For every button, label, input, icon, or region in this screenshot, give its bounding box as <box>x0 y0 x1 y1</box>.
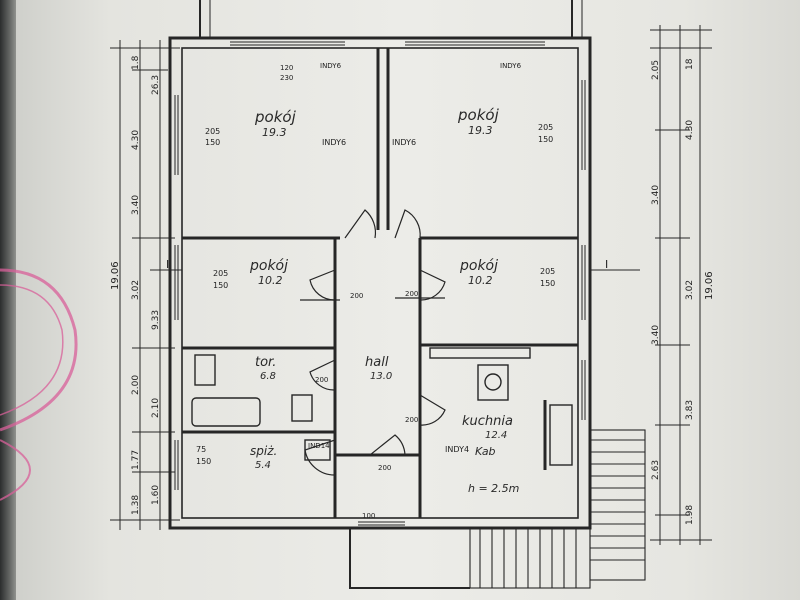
room-area-top-right: 19.3 <box>468 124 493 137</box>
right-dim-2: 4.30 <box>685 120 695 140</box>
ind-label-wall-left: INDY6 <box>320 62 342 70</box>
room-area-kitchen: 12.4 <box>485 430 507 441</box>
left-dim-4: 3.02 <box>131 280 141 300</box>
stairs <box>469 429 646 589</box>
toilet <box>194 354 216 386</box>
outer-walls <box>168 0 592 589</box>
window-label-1a: 205 <box>205 127 220 136</box>
binder-edge <box>0 0 18 600</box>
window-label-3a: 205 <box>213 269 228 278</box>
right-dim-6: 3.83 <box>685 400 695 420</box>
door-dim-4: 200 <box>405 416 418 424</box>
window-height-1: 120 <box>280 64 293 72</box>
section-mark-left: I <box>166 258 169 271</box>
window-label-3b: 150 <box>213 281 228 290</box>
ind-label-wall-right: INDY6 <box>500 62 522 70</box>
room-name-hall: hall <box>365 355 389 370</box>
right-dim-0: 2.05 <box>651 60 661 80</box>
right-dim-1: 18 <box>685 58 695 70</box>
window-height-2: 230 <box>280 74 293 82</box>
door-dim-2: 200 <box>405 290 418 298</box>
stamp <box>0 268 78 501</box>
left-dim-2: 4.30 <box>131 130 141 150</box>
room-name-mid-left: pokój <box>249 258 288 274</box>
left-dim-5: 9.33 <box>151 310 161 330</box>
window-label-4a: 205 <box>540 267 555 276</box>
ind-label-hall: IND14 <box>308 442 330 450</box>
door-dim-1: 200 <box>350 292 363 300</box>
window-label-4b: 150 <box>540 279 555 288</box>
room-area-top-left: 19.3 <box>262 126 287 139</box>
room-name-top-left: pokój <box>254 108 297 126</box>
right-dim-4: 3.02 <box>685 280 695 300</box>
right-dim-8: 1.98 <box>685 505 695 525</box>
door-dim-5: 200 <box>378 464 391 472</box>
right-dim-7: 2.63 <box>651 460 661 480</box>
height-note: h = 2.5m <box>468 482 519 495</box>
kitchen-counter <box>429 347 531 359</box>
left-dim-7: 2.10 <box>151 398 161 418</box>
right-dim-3: 3.40 <box>651 185 661 205</box>
left-dim-10: 1.38 <box>131 495 141 515</box>
left-dim-6: 2.00 <box>131 375 141 395</box>
doors <box>300 209 446 476</box>
interior-walls <box>182 48 578 518</box>
room-name-pantry: spiż. <box>250 444 277 458</box>
room-name-bathroom: tor. <box>255 355 276 370</box>
left-total-dimension: 19.06 <box>110 261 121 290</box>
ind-label-kitchen: INDY4 <box>445 445 469 454</box>
ind-label-left: INDY6 <box>322 138 346 147</box>
ind-label-right: INDY6 <box>392 138 416 147</box>
fixtures <box>191 347 573 466</box>
window-label-2a: 205 <box>538 123 553 132</box>
left-dim-1: 26.3 <box>151 75 161 95</box>
door-dim-3: 200 <box>315 376 328 384</box>
window-label-2b: 150 <box>538 135 553 144</box>
room-area-mid-left: 10.2 <box>258 274 283 287</box>
left-dimension-lines <box>110 40 182 530</box>
room-name-mid-right: pokój <box>459 258 498 274</box>
window-label-5a: 75 <box>196 445 206 454</box>
right-total-dimension: 19.06 <box>704 271 715 300</box>
window-label-1b: 150 <box>205 138 220 147</box>
room-area-bathroom: 6.8 <box>260 371 276 382</box>
paper-sheet <box>16 0 800 600</box>
door-dim-6: 100 <box>362 512 375 520</box>
windows <box>174 41 586 526</box>
left-dim-8: 1.77 <box>131 450 141 470</box>
left-dim-0: 1.8 <box>131 55 141 70</box>
window-label-5b: 150 <box>196 457 211 466</box>
room-name-top-right: pokój <box>457 106 500 124</box>
left-dim-9: 1.60 <box>151 485 161 505</box>
right-dim-5: 3.40 <box>651 325 661 345</box>
section-mark-right: I <box>605 258 608 271</box>
stove <box>477 364 509 401</box>
room-area-hall: 13.0 <box>370 371 392 382</box>
room-area-pantry: 5.4 <box>255 460 271 471</box>
kitchen-cabinet <box>549 404 573 466</box>
bathtub <box>191 397 261 427</box>
left-dim-3: 3.40 <box>131 195 141 215</box>
room-name-kitchen: kuchnia <box>462 414 513 429</box>
kitchen-note: Kab <box>475 445 496 458</box>
right-dimension-lines <box>590 25 712 545</box>
sink <box>291 394 313 422</box>
room-area-mid-right: 10.2 <box>468 274 493 287</box>
